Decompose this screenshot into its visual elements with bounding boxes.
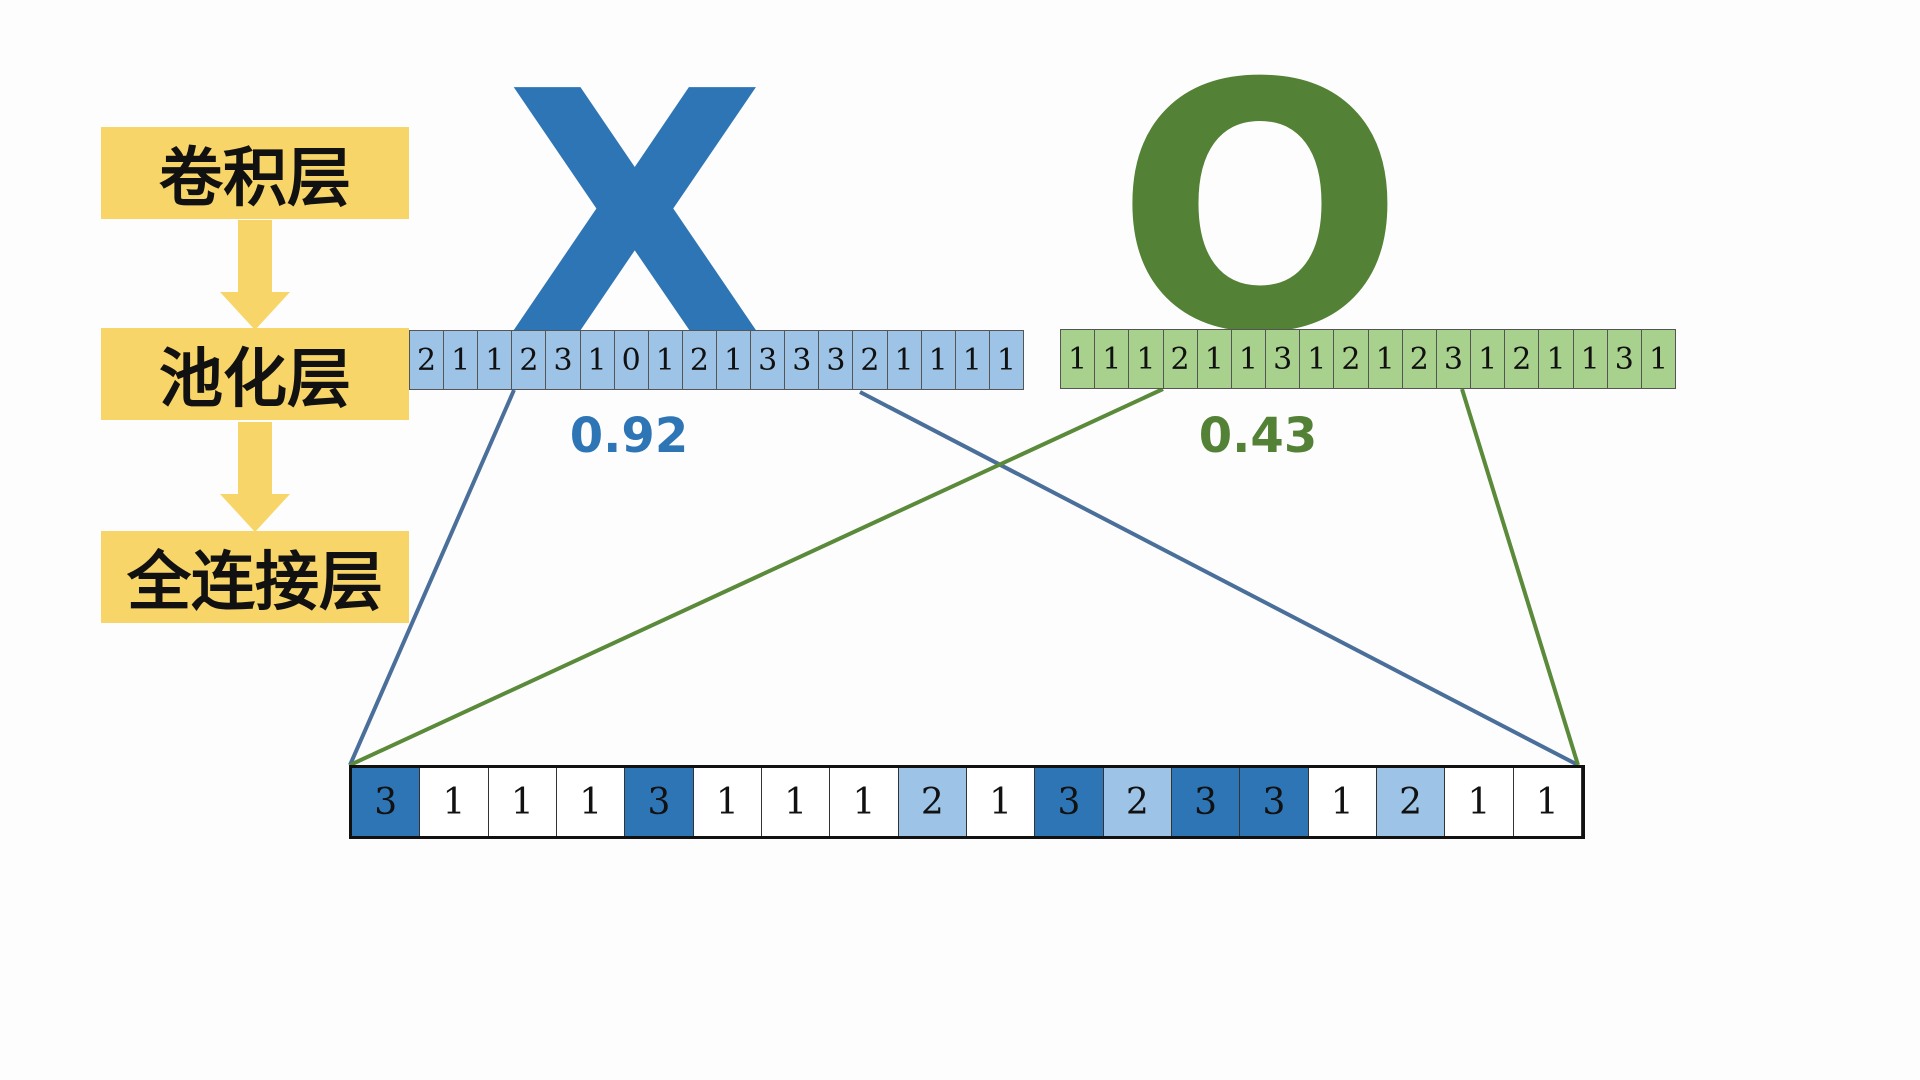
o-left-line (349, 387, 1164, 767)
x-vector-cell: 1 (716, 331, 752, 389)
x-vector-cell: 3 (751, 331, 786, 389)
fc-vector-cell: 1 (966, 768, 1036, 836)
o-vector-cell: 1 (1197, 330, 1232, 388)
x-vector-cell: 1 (648, 331, 683, 389)
fc-vector-cell: 1 (830, 768, 899, 836)
o-vector-cell: 2 (1334, 330, 1369, 388)
o-vector-cell: 1 (1300, 330, 1335, 388)
x-vector-cell: 1 (444, 331, 479, 389)
fc-vector-cell: 3 (625, 768, 694, 836)
fc-vector-cell: 2 (1376, 768, 1446, 836)
o-vector-cell: 1 (1231, 330, 1267, 388)
step-fc-layer: 全连接层 (101, 531, 409, 623)
fc-vector-cell: 1 (761, 768, 831, 836)
fc-vector-cell: 1 (1513, 768, 1582, 836)
step-conv-layer: 卷积层 (101, 127, 409, 219)
x-score: 0.92 (569, 408, 689, 464)
o-vector-cell: 3 (1436, 330, 1472, 388)
x-vector-cell: 3 (546, 331, 581, 389)
o-vector-cell: 1 (1095, 330, 1130, 388)
x-right-line (859, 390, 1579, 767)
down-arrow-icon (220, 220, 290, 330)
x-vector-cell: 1 (989, 331, 1023, 389)
fc-vector-cell: 1 (420, 768, 489, 836)
x-vector-cell: 1 (887, 331, 922, 389)
x-vector-cell: 3 (785, 331, 820, 389)
o-vector-cell: 2 (1505, 330, 1540, 388)
step-pool-layer: 池化层 (101, 328, 409, 420)
x-vector-cell: 0 (614, 331, 649, 389)
fc-vector-cell: 3 (352, 768, 421, 836)
fc-vector-cell: 1 (556, 768, 626, 836)
o-vector-cell: 1 (1539, 330, 1574, 388)
x-vector-cell: 3 (819, 331, 854, 389)
fc-vector-cell: 1 (693, 768, 762, 836)
x-vector-cell: 2 (512, 331, 547, 389)
fc-vector-cell: 2 (898, 768, 967, 836)
o-vector-cell: 3 (1607, 330, 1642, 388)
o-vector-cell: 2 (1402, 330, 1437, 388)
x-left-line (348, 389, 516, 766)
fc-vector-cell: 1 (1445, 768, 1514, 836)
o-vector-cell: 3 (1266, 330, 1301, 388)
fc-vector-cell: 3 (1240, 768, 1309, 836)
x-vector-cell: 2 (410, 331, 445, 389)
o-vector-cell: 1 (1061, 330, 1096, 388)
o-vector-cell: 1 (1471, 330, 1506, 388)
x-vector-cell: 1 (478, 331, 513, 389)
fc-vector-cell: 1 (1308, 768, 1377, 836)
o-score: 0.43 (1198, 408, 1318, 464)
x-vector-cell: 1 (955, 331, 990, 389)
x-vector-cell: 2 (682, 331, 717, 389)
down-arrow-icon (220, 422, 290, 532)
x-vector-cell: 1 (580, 331, 615, 389)
letter-o: O (1115, 12, 1405, 408)
fc-vector-cell: 3 (1171, 768, 1241, 836)
x-vector-cell: 2 (853, 331, 888, 389)
o-vector-cell: 2 (1163, 330, 1198, 388)
o-vector-cell: 1 (1368, 330, 1403, 388)
o-right-line (1460, 388, 1580, 766)
o-vector-cell: 1 (1129, 330, 1164, 388)
fc-vector-cell: 1 (488, 768, 557, 836)
fc-vector-cell: 2 (1103, 768, 1172, 836)
x-vector-cell: 1 (921, 331, 956, 389)
fc-vector-cell: 3 (1035, 768, 1104, 836)
o-vector-cell: 1 (1573, 330, 1608, 388)
o-vector-cell: 1 (1641, 330, 1676, 388)
